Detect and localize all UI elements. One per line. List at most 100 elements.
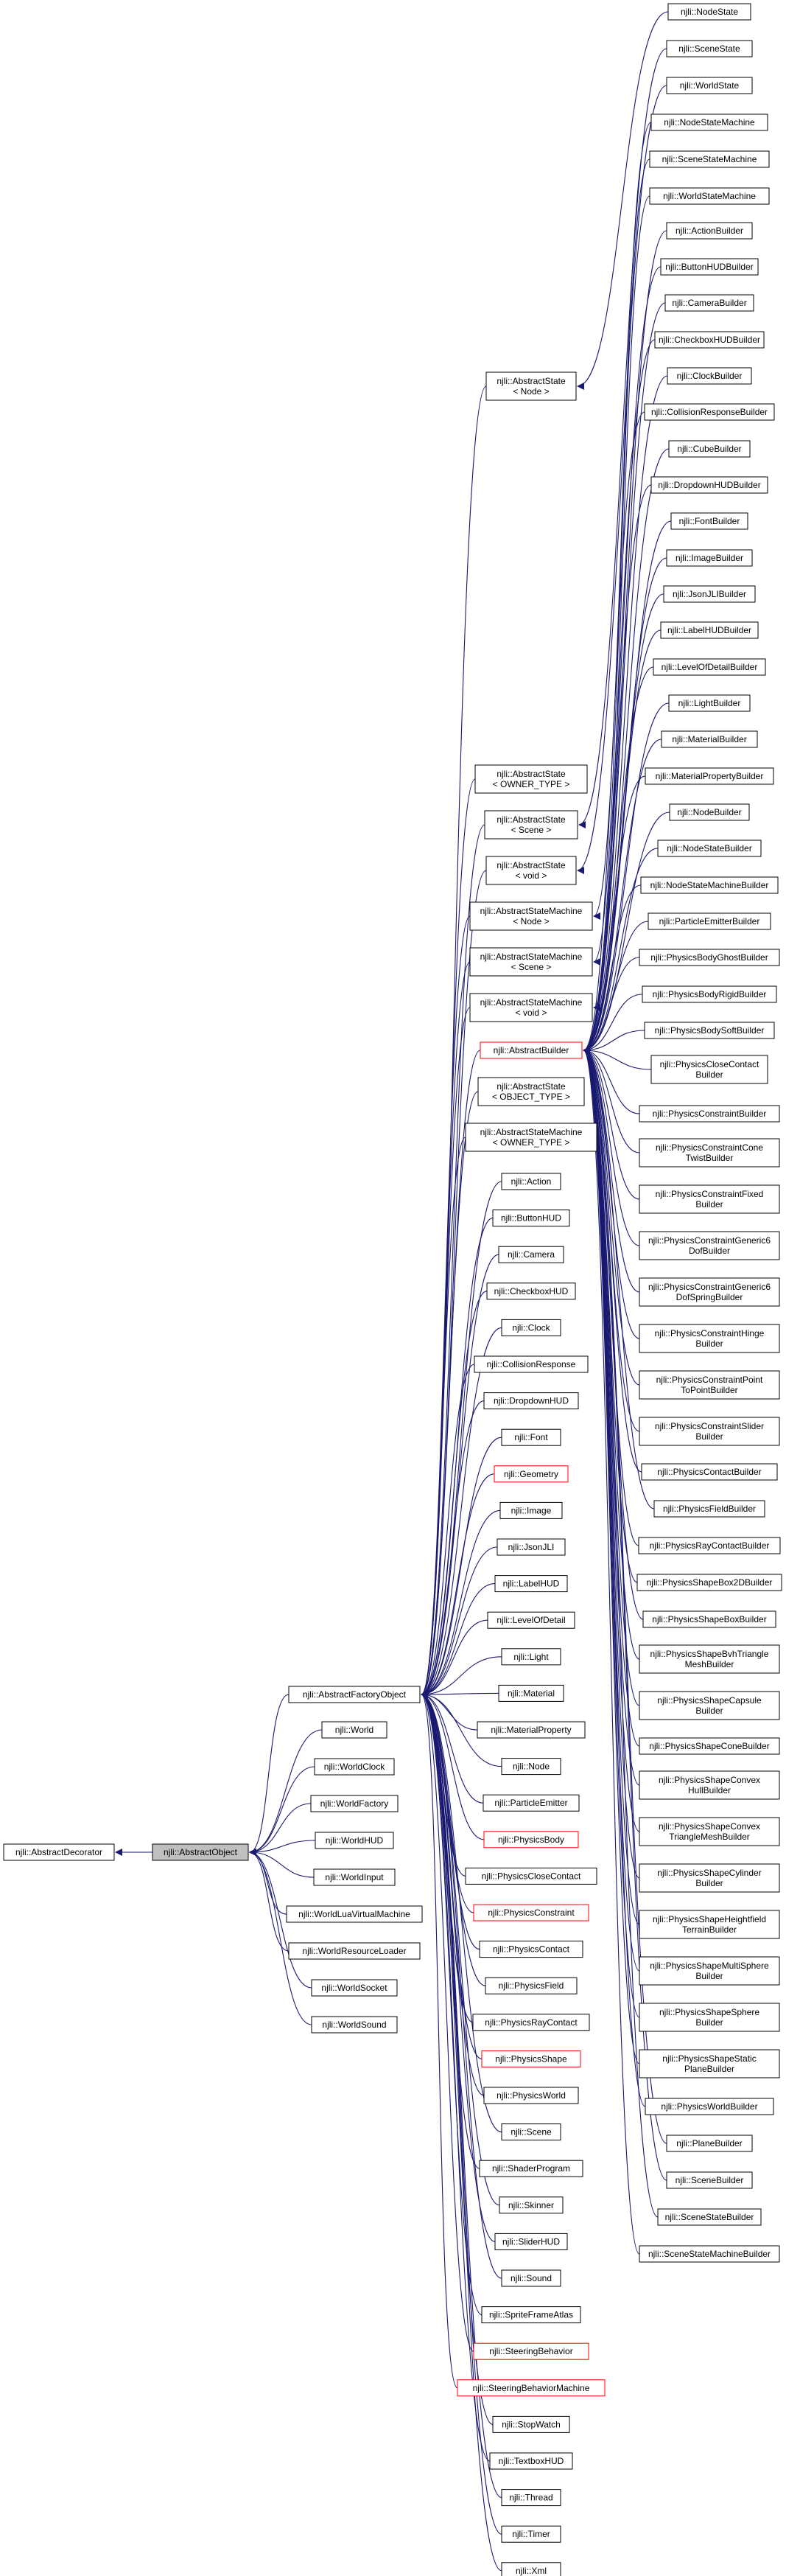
class-node-image[interactable]: njli::Image (499, 1501, 563, 1519)
class-node-buttonhud[interactable]: njli::ButtonHUD (492, 1210, 570, 1227)
class-node-worldclock[interactable]: njli::WorldClock (314, 1758, 395, 1776)
class-node-steeringbehavior[interactable]: njli::SteeringBehavior (473, 2342, 589, 2360)
class-node-physicsshape[interactable]: njli::PhysicsShape (481, 2050, 581, 2067)
class-node-b_physicsbodyghost[interactable]: njli::PhysicsBodyGhostBuilder (639, 949, 780, 966)
class-node-checkboxhud[interactable]: njli::CheckboxHUD (486, 1282, 576, 1300)
class-node-as_owner[interactable]: njli::AbstractState< OWNER_TYPE > (474, 764, 588, 794)
class-node-spriteframeatlas[interactable]: njli::SpriteFrameAtlas (481, 2306, 581, 2324)
class-node-worldstatemachine[interactable]: njli::WorldStateMachine (649, 187, 770, 205)
class-node-nodestate[interactable]: njli::NodeState (667, 3, 751, 21)
class-node-b_constraintgeneric6dofspring[interactable]: njli::PhysicsConstraintGeneric6DofSpring… (639, 1277, 780, 1307)
class-node-b_scene[interactable]: njli::SceneBuilder (666, 2171, 753, 2189)
class-node-geometry[interactable]: njli::Geometry (494, 1465, 569, 1483)
class-node-b_nodestate[interactable]: njli::NodeStateBuilder (657, 840, 762, 857)
class-node-worldstate[interactable]: njli::WorldState (666, 77, 753, 94)
class-node-labelhud[interactable]: njli::LabelHUD (494, 1575, 568, 1593)
class-node-physicsconstraint[interactable]: njli::PhysicsConstraint (473, 1904, 589, 1921)
class-node-b_collisionresponse[interactable]: njli::CollisionResponseBuilder (644, 403, 775, 421)
class-node-b_camera[interactable]: njli::CameraBuilder (664, 294, 754, 312)
class-node-dropdownhud[interactable]: njli::DropdownHUD (483, 1392, 579, 1410)
class-node-b_physicscontact[interactable]: njli::PhysicsContactBuilder (641, 1463, 778, 1481)
class-node-b_physicsfield[interactable]: njli::PhysicsFieldBuilder (653, 1500, 765, 1518)
class-node-asm_node[interactable]: njli::AbstractStateMachine< Node > (469, 901, 593, 931)
class-node-sliderhud[interactable]: njli::SliderHUD (494, 2233, 568, 2250)
class-node-materialproperty[interactable]: njli::MaterialProperty (477, 1721, 586, 1739)
class-node-b_constraintgeneric6dof[interactable]: njli::PhysicsConstraintGeneric6DofBuilde… (639, 1231, 780, 1260)
class-node-b_physicsconstraint[interactable]: njli::PhysicsConstraintBuilder (639, 1105, 780, 1123)
class-node-scenestate[interactable]: njli::SceneState (666, 40, 753, 57)
class-node-textboxhud[interactable]: njli::TextboxHUD (489, 2452, 573, 2470)
class-node-b_shapeconvextrianglemesh[interactable]: njli::PhysicsShapeConvexTriangleMeshBuil… (639, 1817, 780, 1846)
class-node-shaderprogram[interactable]: njli::ShaderProgram (479, 2160, 583, 2177)
class-node-asm_owner[interactable]: njli::AbstractStateMachine< OWNER_TYPE > (465, 1123, 597, 1152)
class-node-b_clock[interactable]: njli::ClockBuilder (667, 367, 752, 385)
class-node-font[interactable]: njli::Font (501, 1428, 561, 1446)
class-node-world[interactable]: njli::World (321, 1721, 387, 1739)
class-node-b_scenestate[interactable]: njli::SceneStateBuilder (657, 2208, 762, 2226)
class-node-worldhud[interactable]: njli::WorldHUD (315, 1832, 394, 1849)
class-node-scene[interactable]: njli::Scene (501, 2123, 561, 2141)
class-node-b_constraintpointtopoint[interactable]: njli::PhysicsConstraintPointToPointBuild… (639, 1370, 780, 1400)
class-node-timer[interactable]: njli::Timer (501, 2525, 561, 2543)
class-node-clock[interactable]: njli::Clock (501, 1319, 561, 1336)
class-node-physicsworld[interactable]: njli::PhysicsWorld (483, 2087, 579, 2104)
class-node-asm_void[interactable]: njli::AbstractStateMachine< void > (469, 993, 593, 1022)
class-node-scenestatemachine[interactable]: njli::SceneStateMachine (649, 150, 770, 168)
class-node-b_checkboxhud[interactable]: njli::CheckboxHUDBuilder (654, 331, 765, 349)
class-node-levelofdetail[interactable]: njli::LevelOfDetail (487, 1611, 575, 1629)
class-node-worldsocket[interactable]: njli::WorldSocket (311, 1979, 398, 1997)
class-node-b_scenestatemachine[interactable]: njli::SceneStateMachineBuilder (639, 2245, 780, 2263)
class-node-asm_scene[interactable]: njli::AbstractStateMachine< Scene > (469, 947, 593, 977)
class-node-b_plane[interactable]: njli::PlaneBuilder (666, 2135, 753, 2152)
class-node-action[interactable]: njli::Action (501, 1173, 561, 1190)
class-node-b_light[interactable]: njli::LightBuilder (668, 694, 751, 712)
class-node-particleemitter[interactable]: njli::ParticleEmitter (483, 1794, 580, 1812)
class-node-as_scene[interactable]: njli::AbstractState< Scene > (484, 810, 578, 840)
class-node-skinner[interactable]: njli::Skinner (499, 2196, 564, 2214)
class-node-b_action[interactable]: njli::ActionBuilder (666, 222, 753, 240)
class-node-jsonjli[interactable]: njli::JsonJLI (497, 1538, 566, 1556)
class-node-b_image[interactable]: njli::ImageBuilder (666, 549, 753, 567)
class-node-physicsclosecontact[interactable]: njli::PhysicsCloseContact (465, 1867, 597, 1885)
class-node-b_node[interactable]: njli::NodeBuilder (669, 803, 750, 821)
class-node-abstractdecorator[interactable]: njli::AbstractDecorator (3, 1843, 115, 1861)
class-node-nodestatemachine[interactable]: njli::NodeStateMachine (650, 114, 768, 131)
class-node-abstractbuilder[interactable]: njli::AbstractBuilder (480, 1041, 583, 1059)
class-node-camera[interactable]: njli::Camera (498, 1246, 564, 1263)
class-node-collisionresponse[interactable]: njli::CollisionResponse (474, 1355, 589, 1373)
class-node-physicsraycontact[interactable]: njli::PhysicsRayContact (472, 2014, 590, 2031)
class-node-worldresourceloader[interactable]: njli::WorldResourceLoader (288, 1942, 421, 1960)
class-node-stopwatch[interactable]: njli::StopWatch (492, 2415, 570, 2433)
class-node-as_void[interactable]: njli::AbstractState< void > (485, 856, 577, 885)
class-node-physicsfield[interactable]: njli::PhysicsField (485, 1977, 578, 1994)
class-node-b_materialproperty[interactable]: njli::MaterialPropertyBuilder (645, 767, 774, 785)
class-node-physicsbody[interactable]: njli::PhysicsBody (483, 1831, 579, 1849)
class-node-b_buttonhud[interactable]: njli::ButtonHUDBuilder (660, 258, 759, 276)
class-node-sound[interactable]: njli::Sound (501, 2269, 561, 2287)
class-node-b_cube[interactable]: njli::CubeBuilder (668, 440, 751, 458)
class-node-b_shapeheightfield[interactable]: njli::PhysicsShapeHeightfieldTerrainBuil… (639, 1910, 780, 1939)
class-node-b_labelhud[interactable]: njli::LabelHUDBuilder (660, 621, 759, 639)
class-node-b_physicsworld[interactable]: njli::PhysicsWorldBuilder (645, 2098, 774, 2115)
class-node-physicscontact[interactable]: njli::PhysicsContact (479, 1941, 583, 1958)
class-node-b_dropdownhud[interactable]: njli::DropdownHUDBuilder (650, 476, 768, 494)
class-node-b_physicsbodysoft[interactable]: njli::PhysicsBodySoftBuilder (644, 1022, 775, 1039)
class-node-worldluavm[interactable]: njli::WorldLuaVirtualMachine (286, 1905, 423, 1923)
class-node-steeringbehaviormachine[interactable]: njli::SteeringBehaviorMachine (457, 2379, 606, 2397)
class-node-light[interactable]: njli::Light (501, 1648, 561, 1666)
class-node-as_object[interactable]: njli::AbstractState< OBJECT_TYPE > (477, 1077, 585, 1106)
class-node-material[interactable]: njli::Material (498, 1684, 564, 1702)
class-node-b_font[interactable]: njli::FontBuilder (670, 512, 748, 530)
class-node-abstractfactoryobject[interactable]: njli::AbstractFactoryObject (288, 1686, 421, 1703)
class-node-worldsound[interactable]: njli::WorldSound (311, 2016, 398, 2034)
class-node-worldinput[interactable]: njli::WorldInput (313, 1868, 396, 1886)
